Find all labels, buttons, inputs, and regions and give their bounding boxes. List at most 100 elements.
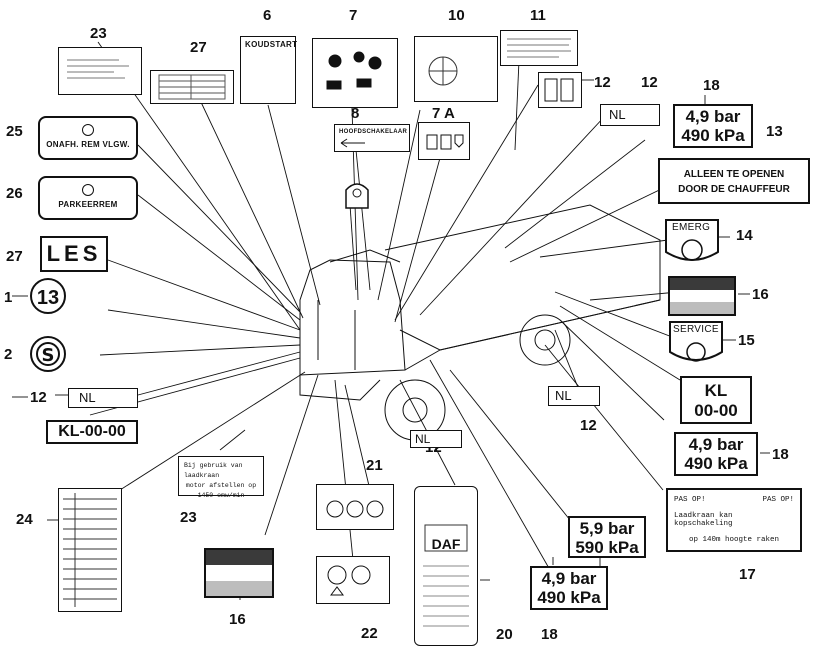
onafh-rem-label: ONAFH. REM VLGW. xyxy=(40,140,136,149)
callout-number: 25 xyxy=(6,124,23,139)
callout-number: 18 xyxy=(541,627,558,642)
decal-20-daf-plate: DAF xyxy=(414,486,478,646)
decal-kl-plate-right: KL 00-00 xyxy=(680,376,752,424)
callout-number: 10 xyxy=(448,8,465,23)
pressure-bar: 4,9 bar xyxy=(675,107,751,126)
kraan-line-1: Bij gebruik van laadkraan xyxy=(184,461,258,481)
callout-number: 6 xyxy=(263,8,271,23)
decal-18-pressure-right: 4,9 bar 490 kPa xyxy=(674,432,758,476)
decal-kl-plate-left: KL-00-00 xyxy=(46,420,138,444)
decal-6-tab xyxy=(340,178,374,212)
decal-2-s-disc: S xyxy=(30,336,66,372)
decal-19-pressure: 5,9 bar 590 kPa xyxy=(568,516,646,558)
decal-25-onafh-rem: ONAFH. REM VLGW. xyxy=(38,116,138,160)
decal-16-flag-left xyxy=(204,548,274,598)
callout-number: 18 xyxy=(703,78,720,93)
callout-number: 14 xyxy=(736,228,753,243)
callout-number: 15 xyxy=(738,333,755,348)
kl-bottom-label: 00-00 xyxy=(682,401,750,421)
decal-12-nl-left: NL xyxy=(68,388,138,408)
decal-27-les: LES xyxy=(40,236,108,272)
truck-cab-outline xyxy=(300,260,405,375)
nl-label: NL xyxy=(549,388,572,403)
decal-18-pressure-bottom: 4,9 bar 490 kPa xyxy=(530,566,608,610)
callout-number: 26 xyxy=(6,186,23,201)
callout-number: 27 xyxy=(190,40,207,55)
callout-number: 2 xyxy=(4,347,12,362)
decal-7-instruction-plate xyxy=(312,38,398,108)
pasop-line-3: op 140m hoogte raken xyxy=(674,536,794,544)
nl-label: NL xyxy=(411,432,430,446)
decal-18-pressure-top: 4,9 bar 490 kPa xyxy=(673,104,753,148)
callout-number: 21 xyxy=(366,458,383,473)
decal-12-nl-mid: NL xyxy=(548,386,600,406)
decal-26-parkeerrem: PARKEERREM xyxy=(38,176,138,220)
decal-13-chauffeur-only: ALLEEN TE OPENEN DOOR DE CHAUFFEUR xyxy=(658,158,810,204)
pasop-left: PAS OP! xyxy=(674,496,706,504)
decal-12-nl-bottom: NL xyxy=(410,430,462,448)
hoofdschakelaar-label: HOOFDSCHAKELAAR xyxy=(335,125,409,135)
callout-number: 1 xyxy=(4,290,12,305)
callout-number: 18 xyxy=(772,447,789,462)
callout-number: 20 xyxy=(496,627,513,642)
callout-number: 27 xyxy=(6,249,23,264)
callout-number: 16 xyxy=(752,287,769,302)
decal-10-warning-text xyxy=(500,30,578,66)
pressure-kpa: 490 kPa xyxy=(532,588,606,607)
pasop-line-2: Laadkraan kan kopschakeling xyxy=(674,512,794,528)
pressure-bar: 4,9 bar xyxy=(676,435,756,454)
decal-24-chart-table xyxy=(58,488,122,612)
callout-number: 11 xyxy=(530,8,546,23)
decal-16-flag-right xyxy=(668,276,736,316)
pressure-bar: 4,9 bar xyxy=(532,569,606,588)
callout-number: 17 xyxy=(739,567,756,582)
pressure-bar: 5,9 bar xyxy=(570,519,644,538)
callout-number: 24 xyxy=(16,512,33,527)
kraan-line-2: motor afstellen op xyxy=(184,481,258,491)
kl-top-label: KL xyxy=(682,381,750,401)
decal-5-koudstart: KOUDSTART xyxy=(240,36,296,104)
decal-11-dual-panel xyxy=(538,72,582,108)
parkeerrem-label: PARKEERREM xyxy=(40,200,136,209)
kl-plate-label: KL-00-00 xyxy=(58,423,126,440)
decal-23-crane-notice: Bij gebruik van laadkraan motor afstelle… xyxy=(178,456,264,496)
callout-number: 23 xyxy=(180,510,197,525)
decal-21-gauge-plate xyxy=(316,484,394,530)
callout-number: 13 xyxy=(766,124,783,139)
decal-1-speed-disc: 13 xyxy=(30,278,66,314)
callout-number: 16 xyxy=(229,612,246,627)
service-label: SERVICE xyxy=(673,324,719,335)
callout-number: 7 xyxy=(349,8,357,23)
decal-22-gauge-plate xyxy=(316,556,390,604)
emerg-label: EMERG xyxy=(672,222,710,233)
nl-label: NL xyxy=(69,390,96,405)
alleen-line-1: ALLEEN TE OPENEN xyxy=(660,167,808,182)
decal-17-pas-op: PAS OP! PAS OP! Laadkraan kan kopschakeli… xyxy=(666,488,802,552)
decal-8-hoofdschakelaar: HOOFDSCHAKELAAR xyxy=(334,124,410,152)
callout-number: 12 xyxy=(580,418,597,433)
decal-3-data-plate xyxy=(58,47,142,95)
les-label: LES xyxy=(47,241,102,266)
callout-number: 12 xyxy=(30,390,47,405)
decal-7a-panel xyxy=(418,122,470,160)
pressure-kpa: 490 kPa xyxy=(676,454,756,473)
koudstart-label: KOUDSTART xyxy=(241,37,295,52)
pressure-kpa: 590 kPa xyxy=(570,538,644,557)
alleen-line-2: DOOR DE CHAUFFEUR xyxy=(660,182,808,197)
nl-label: NL xyxy=(601,107,626,122)
callout-number: 12 xyxy=(594,75,611,90)
kraan-line-3: 1450 omw/min xyxy=(184,491,258,501)
callout-number: 12 xyxy=(641,75,658,90)
callout-number: 7 A xyxy=(432,106,455,121)
decal-9-diagram-plate xyxy=(414,36,498,102)
pressure-kpa: 490 kPa xyxy=(675,126,751,145)
fine-print-lines xyxy=(59,48,141,94)
pasop-right: PAS OP! xyxy=(762,496,794,504)
speed-label: 13 xyxy=(37,287,59,309)
callout-number: 23 xyxy=(90,26,107,41)
decal-12-nl-top: NL xyxy=(600,104,660,126)
decal-4-table-plate xyxy=(150,70,234,104)
callout-number: 22 xyxy=(361,626,378,641)
s-symbol-label: S xyxy=(42,345,55,366)
